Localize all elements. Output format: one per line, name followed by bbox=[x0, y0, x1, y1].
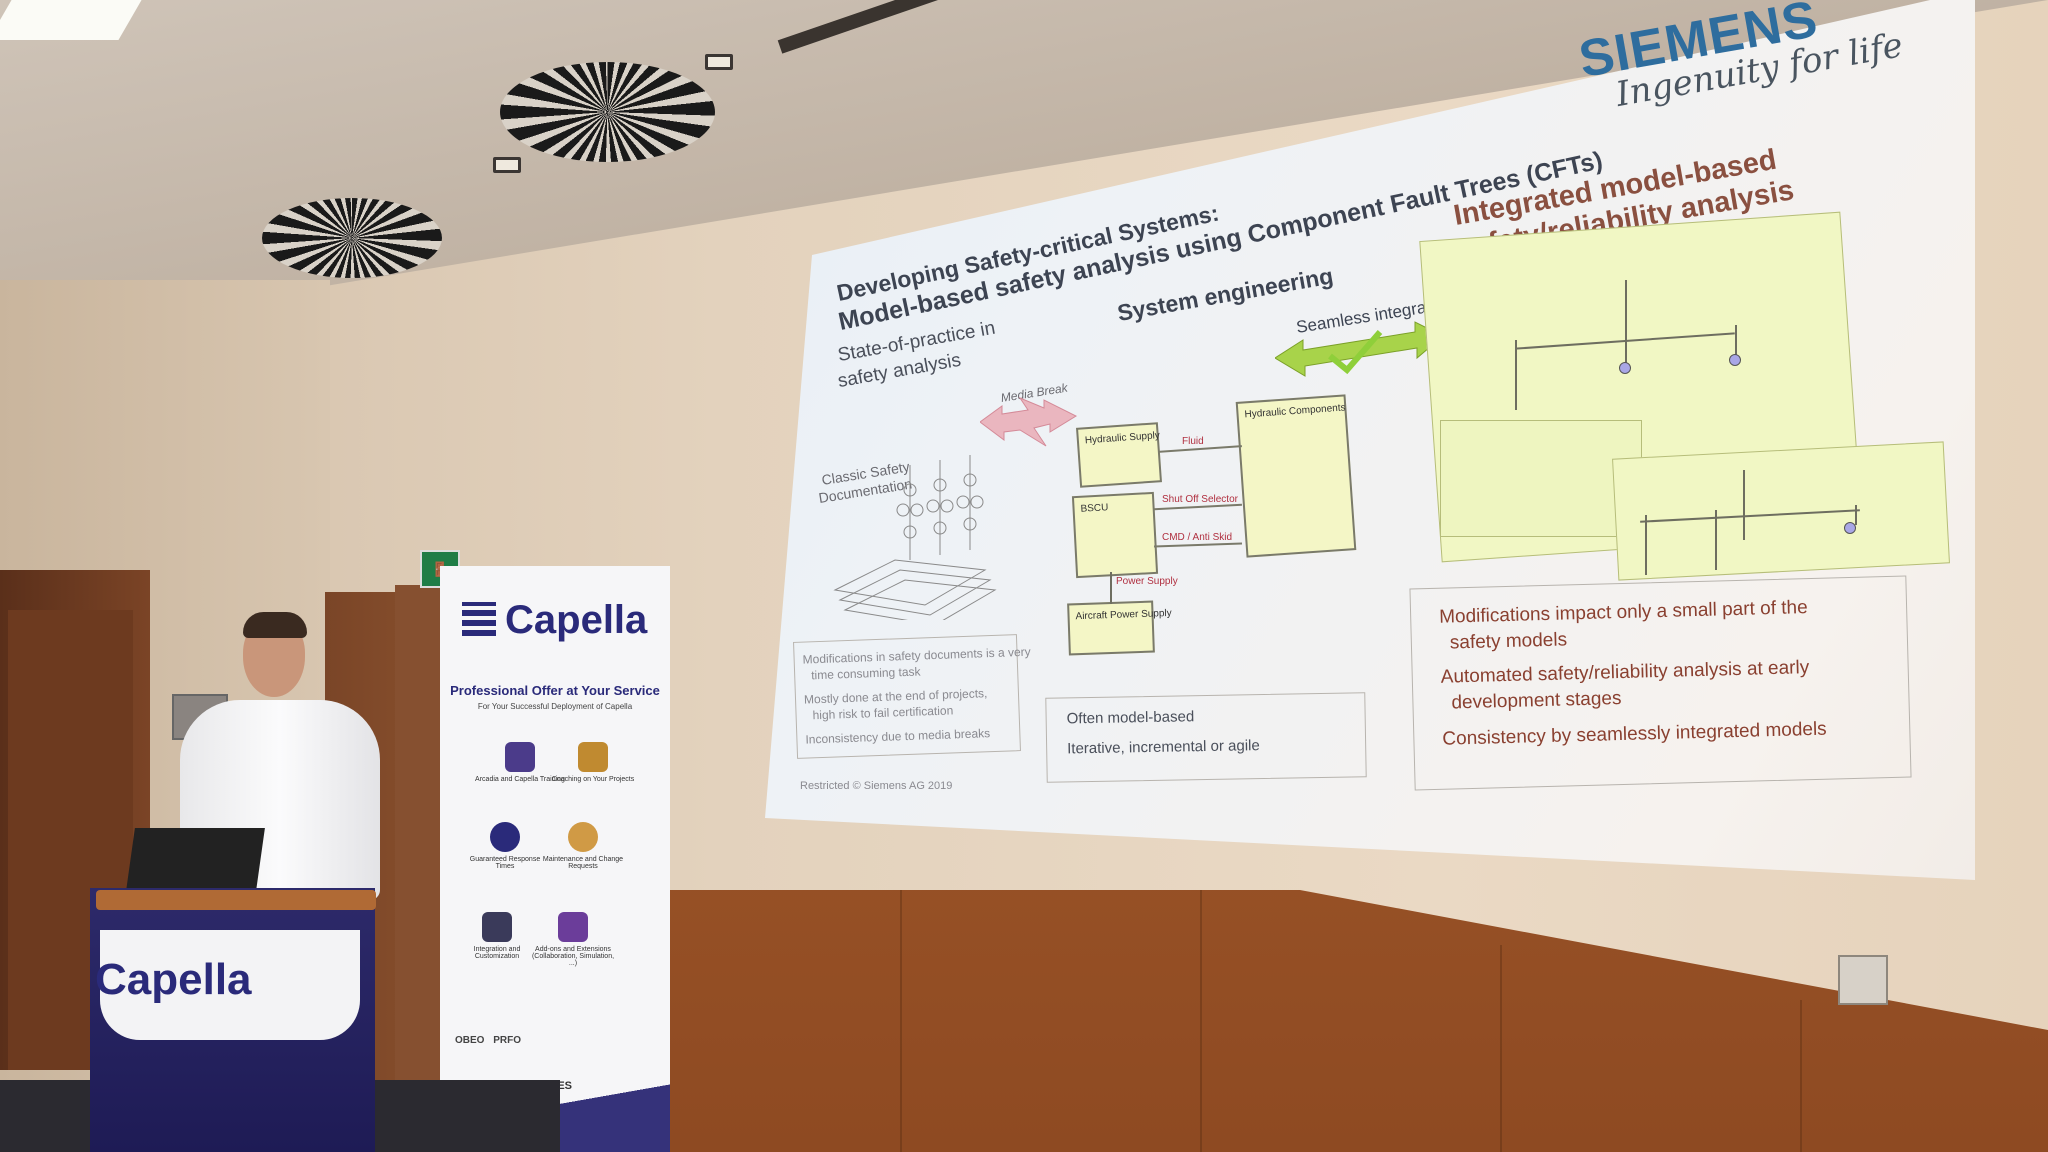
banner-item-label: Coaching on Your Projects bbox=[551, 776, 635, 783]
banner-item-label: Add-ons and Extensions (Collaboration, S… bbox=[531, 946, 615, 967]
left-bullet-1-cont: time consuming task bbox=[810, 664, 921, 683]
left-bullet-2-cont: high risk to fail certification bbox=[812, 703, 954, 723]
ceiling-spotlight-2 bbox=[493, 157, 521, 173]
cft-basic-event-node bbox=[1729, 354, 1741, 366]
ceiling-vent bbox=[500, 62, 715, 162]
training-icon bbox=[505, 742, 535, 772]
capella-mark-icon bbox=[462, 602, 496, 636]
cft-edge bbox=[1645, 515, 1647, 575]
hydraulic-supply-block: Hydraulic Supply bbox=[1076, 422, 1162, 488]
banner-subline: For Your Successful Deployment of Capell… bbox=[477, 702, 633, 711]
podium-front-panel bbox=[100, 930, 360, 1040]
banner-item-label: Integration and Customization bbox=[473, 946, 521, 960]
podium-capella-logo: Capella bbox=[95, 955, 252, 1004]
podium-top bbox=[96, 890, 376, 910]
coaching-icon bbox=[578, 742, 608, 772]
left-bullet-1: Modifications in safety documents is a v… bbox=[802, 644, 1031, 667]
light-switch bbox=[1838, 955, 1888, 1005]
banner-item-response-times: Guaranteed Response Times bbox=[460, 822, 550, 870]
fluid-label: Fluid bbox=[1182, 436, 1204, 447]
cft-edge bbox=[1735, 325, 1737, 365]
banner-item-addons: Add-ons and Extensions (Collaboration, S… bbox=[528, 912, 618, 967]
presenter-hair bbox=[243, 612, 307, 638]
banner-item-label: Arcadia and Capella Training bbox=[475, 776, 565, 783]
system-engineering-bullets: Often model-based Iterative, incremental… bbox=[1045, 692, 1367, 783]
component-fault-tree-subpanel bbox=[1440, 420, 1642, 537]
left-bullet-3: Inconsistency due to media breaks bbox=[805, 726, 991, 747]
banner-partner-logos: OBEO PRFO bbox=[455, 1035, 522, 1046]
component-fault-tree-panel-2 bbox=[1612, 441, 1950, 581]
integrated-analysis-bullets: Modifications impact only a small part o… bbox=[1409, 575, 1912, 791]
capella-rollup-banner bbox=[440, 566, 670, 1152]
slide-footer: Restricted © Siemens AG 2019 bbox=[800, 780, 953, 792]
shut-off-selector-label: Shut Off Selector bbox=[1162, 494, 1238, 505]
middle-bullet-1: Often model-based bbox=[1066, 708, 1195, 728]
tools-icon bbox=[482, 912, 512, 942]
ceiling-spotlight bbox=[705, 54, 733, 70]
banner-item-maintenance: Maintenance and Change Requests bbox=[538, 822, 628, 870]
banner-item-training: Arcadia and Capella Training bbox=[475, 742, 565, 783]
stopwatch-icon bbox=[490, 822, 520, 852]
banner-item-label: Guaranteed Response Times bbox=[469, 856, 541, 870]
hydraulic-supply-label: Hydraulic Supply bbox=[1084, 430, 1161, 447]
aircraft-power-supply-block: Aircraft Power Supply bbox=[1067, 600, 1172, 656]
banner-item-integration: Integration and Customization bbox=[452, 912, 542, 960]
state-of-practice-bullets: Modifications in safety documents is a v… bbox=[793, 634, 1031, 759]
seamless-integration-arrow-icon bbox=[1275, 321, 1444, 377]
cft-basic-event-node bbox=[1619, 362, 1631, 374]
cft-edge bbox=[1743, 470, 1745, 540]
hydraulic-components-block: Hydraulic Components bbox=[1235, 394, 1357, 558]
left-bullet-2: Mostly done at the end of projects, bbox=[803, 686, 988, 707]
bscu-block: BSCU bbox=[1071, 491, 1159, 579]
left-door bbox=[0, 570, 150, 1070]
cft-edge bbox=[1855, 505, 1857, 525]
banner-headline: Professional Offer at Your Service bbox=[450, 683, 660, 698]
panel-seam bbox=[1500, 945, 1502, 1152]
panel-seam bbox=[1200, 890, 1202, 1152]
cft-edge bbox=[1625, 280, 1627, 370]
cft-edge bbox=[1515, 340, 1517, 410]
addon-cube-icon bbox=[558, 912, 588, 942]
banner-item-coaching: Coaching on Your Projects bbox=[548, 742, 638, 783]
right-bullet-1: Modifications impact only a small part o… bbox=[1438, 597, 1808, 628]
cft-basic-event-node bbox=[1844, 522, 1856, 534]
panel-seam bbox=[900, 890, 902, 1152]
maintenance-icon bbox=[568, 822, 598, 852]
media-break-arrow-icon bbox=[980, 396, 1078, 447]
right-bullet-2: Automated safety/reliability analysis at… bbox=[1440, 657, 1810, 688]
classic-fault-tree-icon bbox=[833, 455, 997, 620]
ceiling-vent-2 bbox=[262, 198, 442, 278]
banner-capella-logo: Capella bbox=[505, 598, 648, 642]
banner-item-label: Maintenance and Change Requests bbox=[542, 856, 624, 870]
hydraulic-components-label: Hydraulic Components bbox=[1244, 402, 1346, 421]
power-supply-label: Power Supply bbox=[1116, 576, 1178, 587]
middle-bullet-2: Iterative, incremental or agile bbox=[1067, 737, 1260, 758]
right-bullet-2-cont: development stages bbox=[1451, 688, 1622, 714]
right-bullet-3: Consistency by seamlessly integrated mod… bbox=[1442, 718, 1827, 750]
panel-seam bbox=[1800, 1000, 1802, 1152]
right-bullet-1-cont: safety models bbox=[1449, 629, 1568, 654]
power-supply-connector bbox=[1110, 572, 1112, 604]
cmd-anti-skid-label: CMD / Anti Skid bbox=[1162, 532, 1233, 543]
bscu-label: BSCU bbox=[1080, 502, 1109, 515]
ceiling-light bbox=[0, 0, 142, 40]
cft-edge bbox=[1715, 510, 1717, 570]
